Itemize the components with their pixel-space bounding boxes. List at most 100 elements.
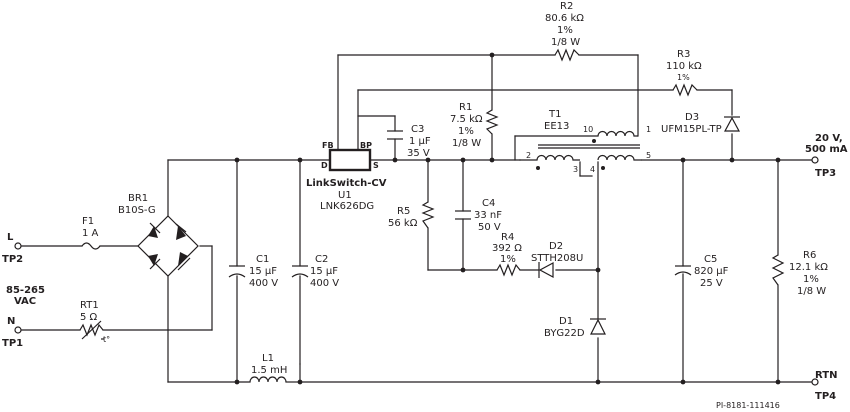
R4-tol: 1% — [500, 254, 516, 265]
T1-pin-10: 10 — [583, 125, 593, 134]
transformer-T1: T1 EE13 10 1 2 3 4 5 — [526, 109, 651, 174]
terminal-return: RTN TP4 — [811, 370, 837, 402]
T1-core: EE13 — [544, 121, 569, 132]
L1-value: 1.5 mH — [251, 365, 287, 376]
R1-ref: R1 — [459, 102, 472, 113]
U1-ref: U1 — [338, 190, 352, 201]
resistor-R5: R5 56 kΩ — [388, 201, 435, 229]
junction-dots — [234, 52, 781, 385]
capacitor-C1: C1 15 µF 400 V — [228, 254, 278, 289]
C3-value: 1 µF — [409, 136, 431, 147]
C4-value: 33 nF — [474, 210, 502, 221]
D1-ref: D1 — [559, 316, 573, 327]
T1-pin-1: 1 — [646, 125, 651, 134]
T1-pin-4: 4 — [590, 165, 595, 174]
T1-pin-2: 2 — [526, 151, 531, 160]
capacitor-C5: C5 820 µF 25 V — [674, 254, 729, 289]
R6-tol: 1% — [803, 274, 819, 285]
output-current: 500 mA — [805, 144, 848, 155]
R5-value: 56 kΩ — [388, 218, 418, 229]
diode-D2: D2 STTH208U — [531, 241, 583, 279]
C2-value: 15 µF — [310, 266, 338, 277]
R6-value: 12.1 kΩ — [789, 262, 828, 273]
terminal-TP1-label: TP1 — [2, 338, 23, 349]
C1-value: 15 µF — [249, 266, 277, 277]
BR1-part: B10S-G — [118, 205, 156, 216]
input-voltage: 85-265 — [6, 285, 45, 296]
C2-rating: 400 V — [310, 278, 339, 289]
T1-pin-3: 3 — [573, 165, 578, 174]
resistor-R1: R1 7.5 kΩ 1% 1/8 W — [450, 102, 499, 149]
RT1-value: 5 Ω — [80, 312, 98, 323]
inductor-L1: L1 1.5 mH — [249, 353, 287, 383]
terminal-N: N TP1 — [2, 316, 23, 349]
RT1-marker: t° — [103, 335, 110, 344]
C5-value: 820 µF — [694, 266, 729, 277]
terminal-TP2-label: TP2 — [2, 254, 23, 265]
terminal-TP4-label: TP4 — [815, 391, 836, 402]
terminal-output: 20 V, 500 mA TP3 — [805, 133, 848, 179]
bridge-diode-upper-left — [148, 222, 161, 238]
C2-ref: C2 — [315, 254, 328, 265]
R2-tol: 1% — [557, 25, 573, 36]
resistor-R3: R3 110 kΩ 1% — [666, 49, 702, 97]
R2-power: 1/8 W — [551, 37, 580, 48]
capacitor-C4: C4 33 nF 50 V — [455, 198, 502, 233]
U1-family: LinkSwitch-CV — [306, 178, 387, 189]
C4-ref: C4 — [482, 198, 495, 209]
diode-D3: D3 UFM15PL-TP — [661, 112, 741, 135]
R4-value: 392 Ω — [492, 243, 522, 254]
R6-ref: R6 — [803, 250, 816, 261]
R3-ref: R3 — [677, 49, 690, 60]
R1-power: 1/8 W — [452, 138, 481, 149]
R3-tol: 1% — [677, 73, 690, 82]
capacitor-C2: C2 15 µF 400 V — [291, 254, 339, 289]
fuse-F1: F1 1 A — [81, 216, 101, 250]
U1-pin-BP: BP — [360, 141, 372, 150]
D2-part: STTH208U — [531, 253, 583, 264]
R2-value: 80.6 kΩ — [545, 13, 584, 24]
terminal-N-label: N — [7, 316, 15, 327]
C5-ref: C5 — [704, 254, 717, 265]
D3-ref: D3 — [685, 112, 699, 123]
R1-tol: 1% — [458, 126, 474, 137]
RT1-ref: RT1 — [80, 300, 99, 311]
R1-value: 7.5 kΩ — [450, 114, 483, 125]
terminal-RTN-label: RTN — [815, 370, 837, 381]
resistor-R4: R4 392 Ω 1% — [492, 232, 522, 277]
output-voltage: 20 V, — [815, 133, 843, 144]
C3-rating: 35 V — [407, 148, 430, 159]
terminal-L-label: L — [7, 232, 14, 243]
terminal-TP3-label: TP3 — [815, 168, 836, 179]
C1-ref: C1 — [256, 254, 269, 265]
capacitor-C3: C3 1 µF 35 V — [387, 124, 431, 159]
U1-pin-S: S — [373, 161, 379, 170]
T1-ref: T1 — [548, 109, 561, 120]
bridge-diode-upper-right — [175, 223, 187, 240]
U1-part: LNK626DG — [320, 201, 374, 212]
BR1-ref: BR1 — [128, 193, 148, 204]
F1-value: 1 A — [82, 228, 99, 239]
thermistor-RT1: RT1 5 Ω t° — [79, 300, 110, 344]
D3-part: UFM15PL-TP — [661, 124, 722, 135]
T1-pin-5: 5 — [646, 151, 651, 160]
C5-rating: 25 V — [700, 278, 723, 289]
diode-D1: D1 BYG22D — [544, 316, 606, 339]
L1-ref: L1 — [262, 353, 274, 364]
D2-ref: D2 — [549, 241, 563, 252]
D1-part: BYG22D — [544, 328, 585, 339]
bridge-rectifier-BR1: BR1 B10S-G — [118, 193, 199, 277]
input-voltage-label: 85-265 VAC — [6, 285, 45, 307]
resistor-R2: R2 80.6 kΩ 1% 1/8 W — [545, 1, 584, 62]
C1-rating: 400 V — [249, 278, 278, 289]
U1-pin-D: D — [321, 161, 328, 170]
R3-value: 110 kΩ — [666, 61, 702, 72]
R6-power: 1/8 W — [797, 286, 826, 297]
document-id: PI-8181-111416 — [716, 401, 780, 410]
R4-ref: R4 — [501, 232, 514, 243]
input-unit: VAC — [14, 296, 36, 307]
bridge-diode-lower-left — [148, 254, 161, 270]
C4-rating: 50 V — [478, 222, 501, 233]
ic-U1: FB BP D S LinkSwitch-CV U1 LNK626DG — [306, 141, 387, 212]
